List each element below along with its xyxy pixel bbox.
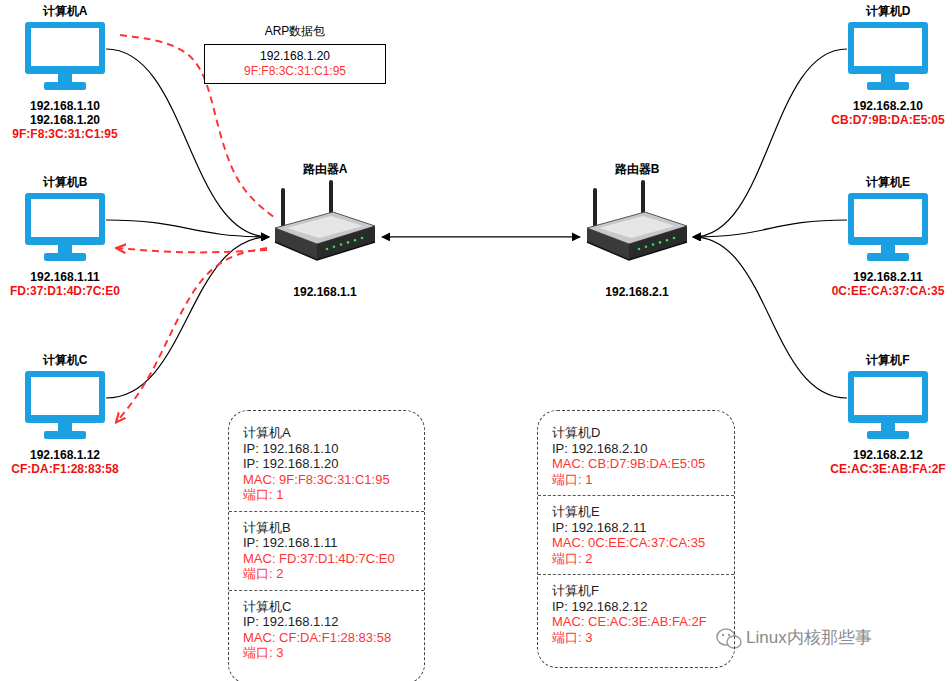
table-row: 计算机BIP: 192.168.1.11MAC: FD:37:D1:4D:7C:… <box>229 511 424 590</box>
arp-flow-arrow <box>116 248 267 423</box>
ip-address: IP: 192.168.1.11 <box>243 535 410 551</box>
monitor-icon <box>847 192 929 262</box>
ip-address: 192.168.2.11 <box>853 270 922 284</box>
router-icon <box>583 178 691 273</box>
ip-address: 192.168.1.12 <box>30 448 100 462</box>
router-name: 路由器B <box>615 160 660 178</box>
router-name: 路由器A <box>303 160 348 178</box>
ip-address: 192.168.1.10 <box>30 99 100 113</box>
table-box: 计算机AIP: 192.168.1.10IP: 192.168.1.20MAC:… <box>228 410 425 681</box>
arp-flow-arrow <box>116 248 267 252</box>
ip-address: IP: 192.168.1.10 <box>243 441 410 457</box>
computer-node: 计算机B 192.168.1.11FD:37:D1:4D:7C:E0 <box>10 174 120 299</box>
computer-node: 计算机E 192.168.2.110C:EE:CA:37:CA:35 <box>832 174 945 299</box>
packet-box: ARP数据包 192.168.1.209F:F8:3C:31:C1:95 <box>204 22 386 84</box>
network-link <box>693 220 847 237</box>
monitor-icon <box>847 21 929 91</box>
monitor-icon <box>24 192 106 262</box>
ip-address: 192.168.1.20 <box>260 49 330 64</box>
ip-address: IP: 192.168.2.10 <box>552 441 720 457</box>
ip-address: 192.168.1.1 <box>293 285 356 299</box>
ip-address: 192.168.2.12 <box>853 448 923 462</box>
ip-address: IP: 192.168.2.12 <box>552 599 720 615</box>
network-link <box>693 49 847 237</box>
port-number: 端口: 1 <box>552 472 720 488</box>
ip-address: 192.168.2.1 <box>605 285 668 299</box>
mac-address: MAC: CE:AC:3E:AB:FA:2F <box>552 614 720 630</box>
mac-address: 9F:F8:3C:31:C1:95 <box>12 127 117 142</box>
computer-node: 计算机C 192.168.1.12CF:DA:F1:28:83:58 <box>11 352 118 477</box>
network-link <box>382 236 580 237</box>
table-row: 计算机DIP: 192.168.2.10MAC: CB:D7:9B:DA:E5:… <box>538 417 734 495</box>
ip-address: IP: 192.168.2.11 <box>552 520 720 536</box>
table-row: 计算机AIP: 192.168.1.10IP: 192.168.1.20MAC:… <box>229 417 424 511</box>
port-number: 端口: 2 <box>243 566 410 582</box>
computer-name: 计算机E <box>866 174 910 190</box>
monitor-icon <box>24 21 106 91</box>
mac-address: 9F:F8:3C:31:C1:95 <box>244 64 346 79</box>
router-node: 路由器B 192.168.2.1 <box>583 160 691 299</box>
mac-address: MAC: CB:D7:9B:DA:E5:05 <box>552 456 720 472</box>
table-box: 计算机DIP: 192.168.2.10MAC: CB:D7:9B:DA:E5:… <box>537 410 735 668</box>
monitor-icon <box>24 370 106 440</box>
table-row: 计算机CIP: 192.168.1.12MAC: CF:DA:F1:28:83:… <box>229 590 424 669</box>
computer-name: 计算机E <box>552 504 720 520</box>
mac-address: MAC: 0C:EE:CA:37:CA:35 <box>552 535 720 551</box>
table-row: 计算机FIP: 192.168.2.12MAC: CE:AC:3E:AB:FA:… <box>538 574 734 653</box>
computer-name: 计算机C <box>43 352 88 368</box>
ip-address: IP: 192.168.1.20 <box>243 456 410 472</box>
table-row: 计算机EIP: 192.168.2.11MAC: 0C:EE:CA:37:CA:… <box>538 495 734 574</box>
mac-address: 0C:EE:CA:37:CA:35 <box>832 284 945 299</box>
computer-name: 计算机D <box>552 425 720 441</box>
packet-border: 192.168.1.209F:F8:3C:31:C1:95 <box>204 44 386 84</box>
wechat-icon <box>717 629 741 648</box>
computer-name: 计算机F <box>552 583 720 599</box>
monitor-icon <box>847 370 929 440</box>
computer-node: 计算机A 192.168.1.10192.168.1.209F:F8:3C:31:… <box>12 3 117 142</box>
network-link <box>106 237 269 398</box>
computer-name: 计算机B <box>43 174 88 190</box>
network-link <box>693 237 847 398</box>
router-node: 路由器A 192.168.1.1 <box>271 160 379 299</box>
ip-address: 192.168.2.10 <box>853 99 923 113</box>
computer-name: 计算机B <box>243 520 410 536</box>
computer-node: 计算机D 192.168.2.10CB:D7:9B:DA:E5:05 <box>831 3 944 128</box>
computer-name: 计算机C <box>243 599 410 615</box>
ip-address: 192.168.1.20 <box>30 113 100 127</box>
mac-address: FD:37:D1:4D:7C:E0 <box>10 284 120 299</box>
computer-name: 计算机D <box>866 3 911 19</box>
router-icon <box>271 178 379 273</box>
mac-address: CB:D7:9B:DA:E5:05 <box>831 113 944 128</box>
port-number: 端口: 1 <box>243 487 410 503</box>
mac-address: MAC: CF:DA:F1:28:83:58 <box>243 630 410 646</box>
mac-address: MAC: FD:37:D1:4D:7C:E0 <box>243 551 410 567</box>
mac-address: CE:AC:3E:AB:FA:2F <box>830 462 945 477</box>
ip-address: IP: 192.168.1.12 <box>243 614 410 630</box>
computer-name: 计算机A <box>243 425 410 441</box>
mac-address: MAC: 9F:F8:3C:31:C1:95 <box>243 472 410 488</box>
computer-node: 计算机F 192.168.2.12CE:AC:3E:AB:FA:2F <box>830 352 945 477</box>
ip-address: 192.168.1.11 <box>30 270 99 284</box>
computer-name: 计算机F <box>866 352 909 368</box>
mac-address: CF:DA:F1:28:83:58 <box>11 462 118 477</box>
computer-name: 计算机A <box>43 3 88 19</box>
network-link <box>106 220 269 237</box>
port-number: 端口: 3 <box>552 630 720 646</box>
port-number: 端口: 3 <box>243 645 410 661</box>
packet-title: ARP数据包 <box>265 22 326 40</box>
watermark: Linux内核那些事 <box>744 626 874 649</box>
port-number: 端口: 2 <box>552 551 720 567</box>
